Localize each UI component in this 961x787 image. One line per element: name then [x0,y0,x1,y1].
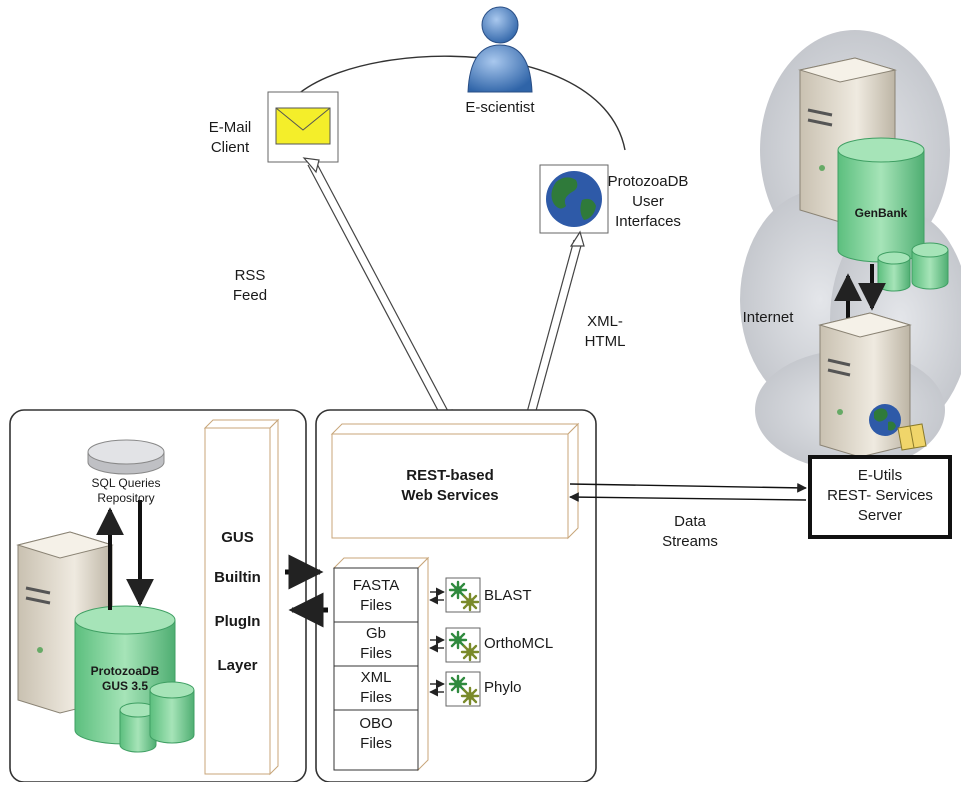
plugin-layer-word-3: PlugIn [214,613,261,630]
user-connection-curve [279,55,626,151]
rss-feed-label: RSS Feed [232,267,268,304]
xml-files-label: XML Files [360,669,392,706]
eutils-server-icon [818,312,927,458]
escientist-user-icon [467,6,533,93]
blast-tool-icon [445,577,481,613]
genbank-sync-arrows [834,264,886,318]
xml-html-label: XML- HTML [584,313,626,350]
genbank-label: GenBank [854,206,908,220]
files-stack [332,556,430,772]
eutils-label: E-Utils REST- Services Server [827,467,933,524]
sql-repository-icon [87,439,165,475]
orthomcl-label: OrthoMCL [484,635,554,652]
plugin-layer-word-1: GUS [221,529,254,546]
escientist-label: E-scientist [465,99,535,116]
data-streams-arrows [569,482,807,503]
plugin-layer-column [203,418,280,776]
plugin-layer-word-4: Layer [217,657,258,674]
phylo-label: Phylo [484,679,522,696]
internet-label: Internet [742,309,794,326]
rest-services-box [330,422,580,540]
plugin-layer-word-2: Builtin [214,569,261,586]
protozoadb-database-icon [74,605,195,753]
orthomcl-tool-icon [445,627,481,663]
globe-icon [539,164,609,234]
envelope-icon [267,91,339,163]
file-tool-arrows [429,587,445,697]
blast-label: BLAST [484,587,532,604]
data-streams-label: Data Streams [662,513,718,550]
eutils-server-box [808,455,952,539]
rss-feed-arrow [302,157,454,426]
gb-files-label: Gb Files [360,625,392,662]
sql-db-arrows [96,500,154,610]
protozoadb-label: ProtozoaDB GUS 3.5 [90,664,160,693]
genbank-database-icon [837,137,949,292]
sql-repository-label: SQL Queries Repository [91,476,161,505]
plugin-files-arrows [285,554,328,628]
obo-files-label: OBO Files [359,715,393,752]
rest-services-label: REST-based Web Services [401,467,499,504]
fasta-files-label: FASTA Files [352,577,400,614]
phylo-tool-icon [445,671,481,707]
email-client-label: E-Mail Client [208,119,252,156]
user-interfaces-label: ProtozoaDB User Interfaces [607,173,689,230]
